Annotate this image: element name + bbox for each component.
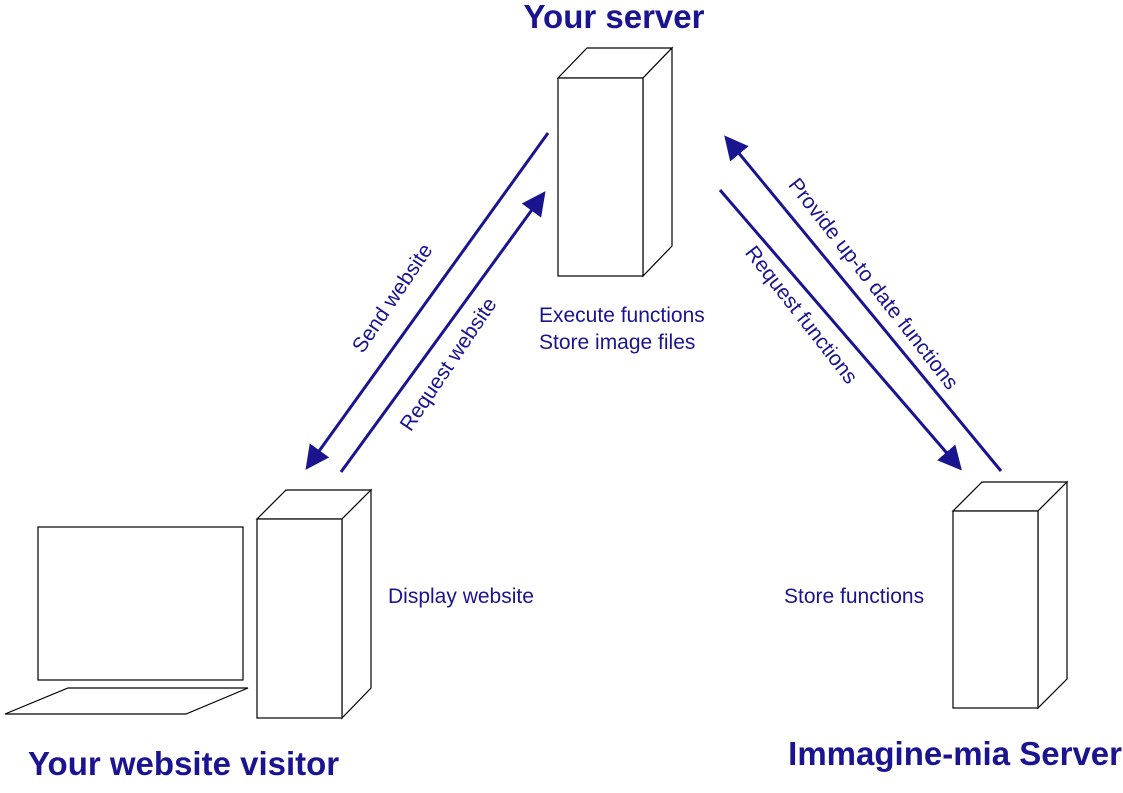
immagine-server-note: Store functions bbox=[784, 585, 924, 608]
request-functions-arrow bbox=[718, 189, 962, 471]
send-website-label: Send website bbox=[348, 240, 438, 357]
immagine-server-tower-icon bbox=[951, 480, 1069, 710]
keyboard-icon bbox=[4, 687, 249, 715]
visitor-note: Display website bbox=[388, 585, 534, 608]
provide-functions-arrow bbox=[724, 135, 1003, 472]
your-server-note-execute: Execute functions bbox=[539, 304, 705, 327]
send-website-arrow bbox=[305, 132, 550, 470]
visitor-title: Your website visitor bbox=[28, 745, 339, 782]
visitor-tower-icon bbox=[255, 488, 373, 720]
your-server-tower-icon bbox=[556, 46, 674, 278]
your-server-title: Your server bbox=[524, 0, 705, 35]
request-website-label: Request website bbox=[396, 294, 502, 436]
monitor-icon bbox=[37, 526, 244, 681]
provide-functions-label: Provide up-to date functions bbox=[784, 174, 963, 394]
your-server-note-store: Store image files bbox=[539, 331, 695, 354]
request-website-arrow bbox=[339, 191, 546, 473]
immagine-server-title: Immagine-mia Server bbox=[788, 735, 1122, 772]
